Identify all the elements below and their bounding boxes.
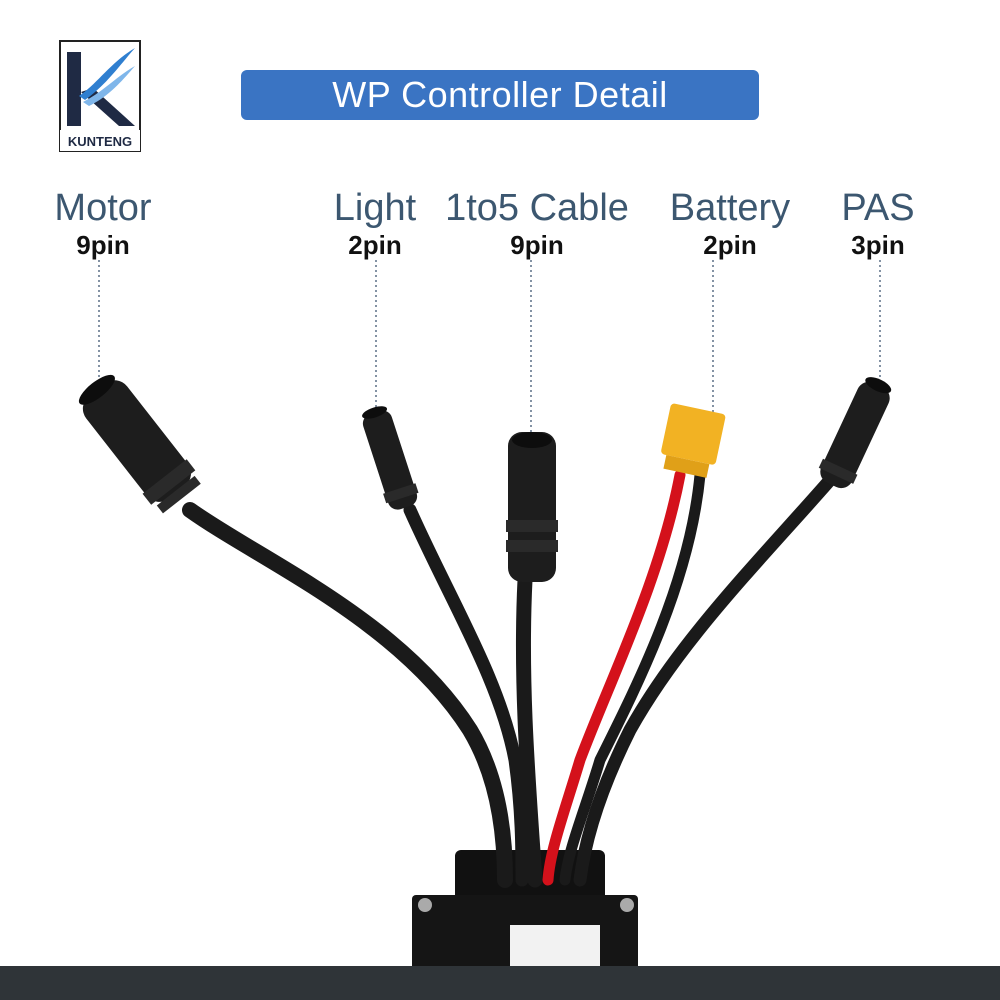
connector-name: Battery [669, 187, 791, 229]
kunteng-k-logo-icon: KUNTENG [59, 40, 141, 152]
page-title: WP Controller Detail [241, 70, 759, 120]
connector-name: PAS [841, 187, 915, 229]
connector-pins: 2pin [348, 230, 402, 260]
one-to-five-connector [506, 432, 558, 582]
label-battery: Battery 2pin [620, 186, 840, 260]
kunteng-logo: KUNTENG [59, 40, 141, 152]
connector-name: Light [333, 187, 417, 229]
connector-pins: 2pin [703, 230, 757, 260]
footer-band [0, 966, 1000, 1000]
motor-connector [78, 374, 201, 514]
connector-pins: 3pin [851, 230, 905, 260]
logo-wordmark: KUNTENG [68, 134, 132, 149]
connector-name: Motor [54, 187, 152, 229]
leader-lines [98, 260, 881, 445]
label-1to5-cable: 1to5 Cable 9pin [427, 186, 647, 260]
connector-pins: 9pin [76, 230, 130, 260]
pas-connector [818, 377, 892, 489]
label-light: Light 2pin [265, 186, 485, 260]
label-pas: PAS 3pin [768, 186, 988, 260]
cables [182, 469, 837, 888]
controller-label-sticker [510, 925, 600, 970]
label-motor: Motor 9pin [0, 186, 213, 260]
light-connector [362, 406, 419, 510]
battery-xt-connector [661, 403, 726, 478]
connector-pins: 9pin [510, 230, 564, 260]
connector-name: 1to5 Cable [445, 187, 629, 229]
